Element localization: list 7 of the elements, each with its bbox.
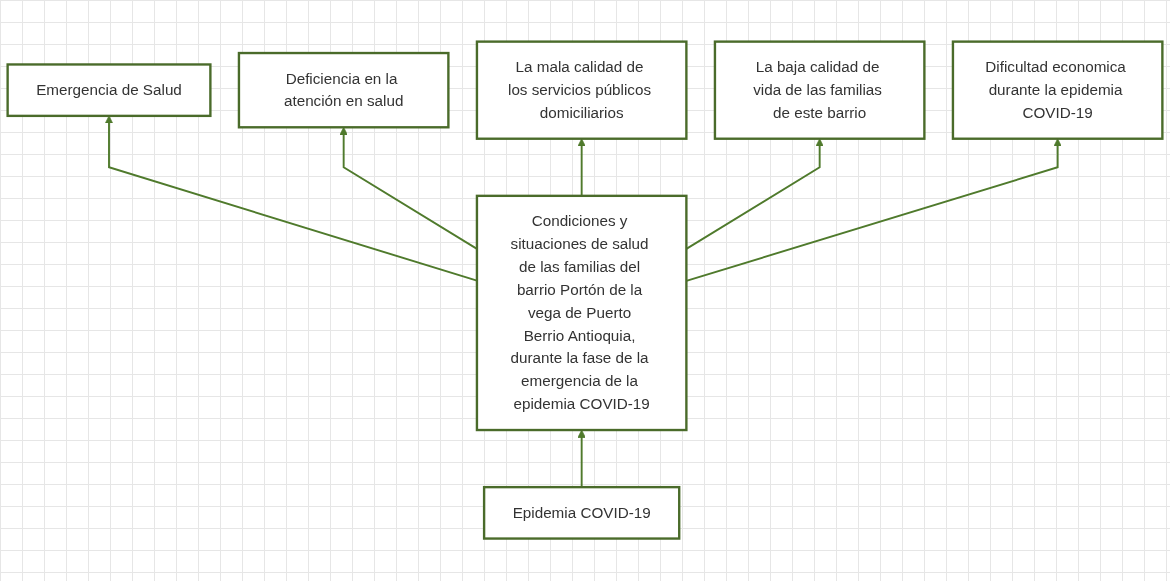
node-box: La baja calidad de vida de las familias de este barrio: [713, 40, 926, 141]
node-box: Condiciones y situaciones de salud de las familias del barrio Portón de la vega de Puerto Berrio Antioquia, durante la fase de la emergencia de la epidemia COVID-19: [475, 195, 688, 432]
node-box: Deficiencia en la atención en salud: [237, 52, 450, 129]
node-box: Dificultad economica durante la epidemia COVID-19: [951, 40, 1164, 141]
node-box: Emergencia de Salud: [6, 63, 212, 118]
node-box: La mala calidad de los servicios públicos domiciliarios: [475, 40, 688, 141]
node-box: Epidemia COVID-19: [482, 486, 681, 541]
